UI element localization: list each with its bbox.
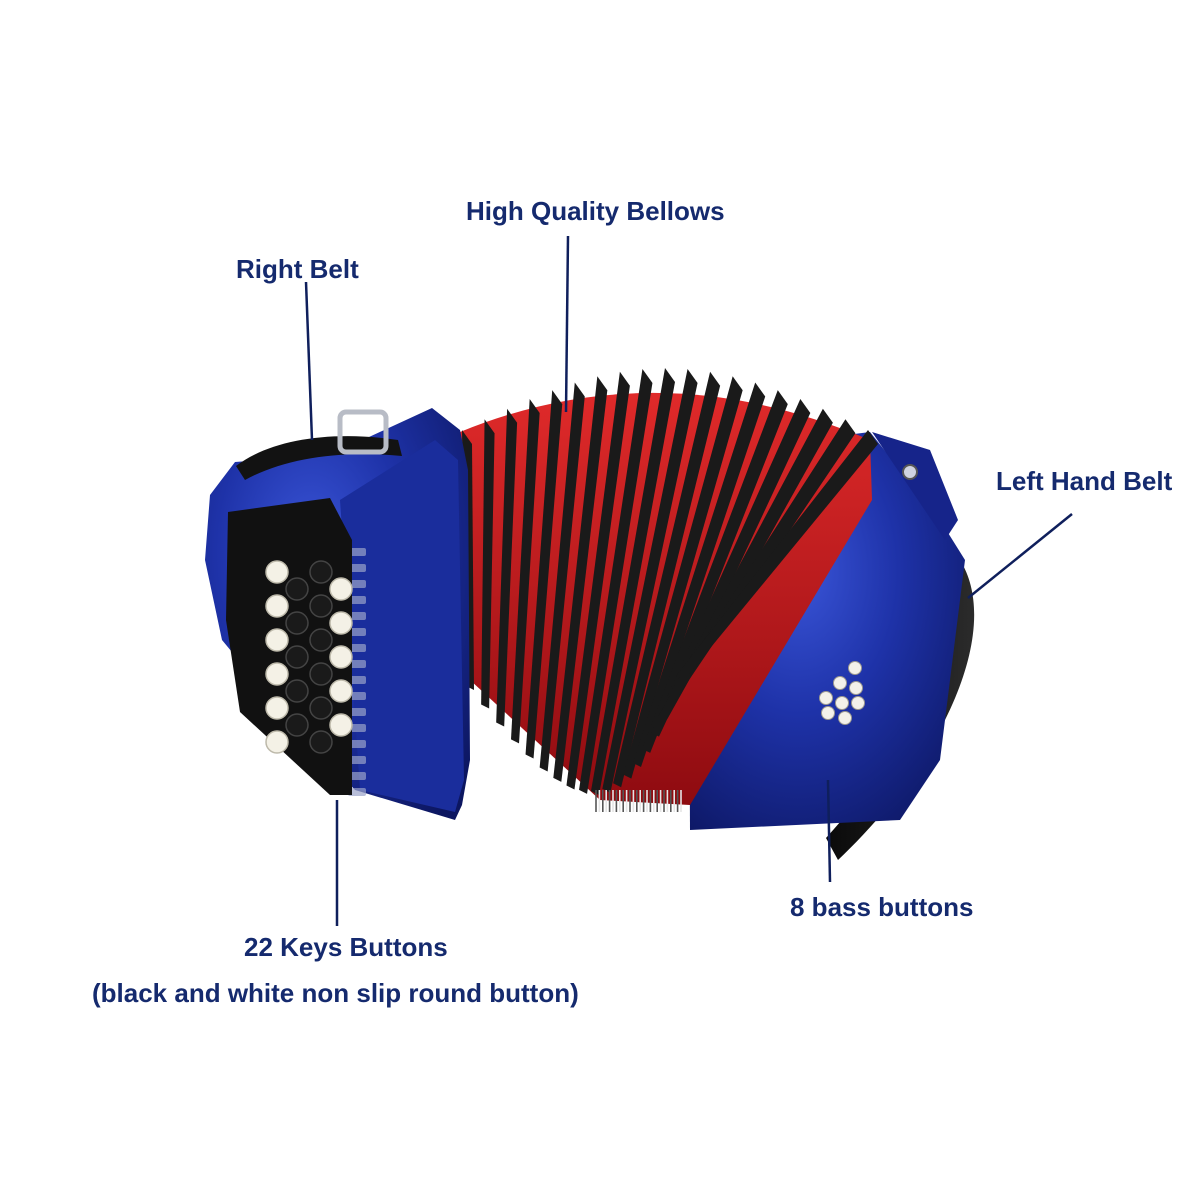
bellows-ridge bbox=[481, 419, 495, 709]
bellows-ridge bbox=[623, 376, 743, 779]
bellows-ridge bbox=[539, 382, 585, 772]
bellows-ridge bbox=[496, 408, 518, 727]
treble-buttons bbox=[265, 560, 353, 754]
bellows-ridge bbox=[511, 399, 540, 744]
grille-slot bbox=[348, 628, 366, 636]
grille-slot bbox=[348, 660, 366, 668]
bellows-ridge bbox=[632, 382, 766, 768]
bass-button bbox=[833, 676, 847, 690]
treble-button-white bbox=[265, 662, 289, 686]
bass-button bbox=[849, 681, 863, 695]
treble-button-black bbox=[309, 662, 333, 686]
grille-slot bbox=[348, 740, 366, 748]
grille-slot bbox=[348, 788, 366, 796]
grille-slot bbox=[348, 596, 366, 604]
bass-buttons bbox=[819, 661, 865, 725]
bass-side-top bbox=[872, 432, 958, 540]
bass-button bbox=[848, 661, 862, 675]
callout-bass-buttons: 8 bass buttons bbox=[790, 892, 974, 922]
treble-button-black bbox=[285, 679, 309, 703]
treble-button-white bbox=[265, 730, 289, 754]
grille-slot bbox=[348, 676, 366, 684]
bass-button bbox=[821, 706, 835, 720]
callout-keys-buttons-detail: (black and white non slip round button) bbox=[92, 978, 579, 1008]
bellows-ridge bbox=[591, 368, 675, 795]
leader-line-bellows bbox=[564, 235, 570, 413]
bellows-ridge bbox=[566, 371, 630, 790]
treble-button-white bbox=[329, 645, 353, 669]
treble-button-white bbox=[265, 560, 289, 584]
treble-button-white bbox=[329, 611, 353, 635]
treble-button-white bbox=[265, 696, 289, 720]
bellows-ridge bbox=[579, 368, 653, 794]
treble-button-black bbox=[285, 645, 309, 669]
treble-grille-slots bbox=[348, 548, 366, 796]
treble-button-white bbox=[265, 594, 289, 618]
treble-button-black bbox=[285, 713, 309, 737]
treble-button-white bbox=[329, 679, 353, 703]
bellows bbox=[460, 368, 878, 805]
callout-right-belt: Right Belt bbox=[236, 254, 359, 284]
bellows-bottom-folds bbox=[595, 790, 682, 812]
right-belt-buckle bbox=[337, 409, 389, 455]
bellows-ridge bbox=[676, 430, 878, 680]
bass-button bbox=[838, 711, 852, 725]
right-belt-strap bbox=[236, 436, 402, 480]
bellows-ridge bbox=[602, 368, 698, 793]
grille-slot bbox=[348, 772, 366, 780]
callout-left-hand-belt: Left Hand Belt bbox=[996, 466, 1173, 496]
treble-button-black bbox=[285, 577, 309, 601]
leader-line-left-belt bbox=[967, 513, 1073, 599]
bellows-ridge bbox=[613, 371, 721, 788]
treble-button-black bbox=[309, 628, 333, 652]
bellows-ridge bbox=[525, 390, 563, 759]
treble-button-white bbox=[329, 713, 353, 737]
bellows-ridge bbox=[651, 399, 811, 737]
grille-slot bbox=[348, 756, 366, 764]
treble-fingerboard bbox=[226, 498, 352, 795]
treble-button-black bbox=[285, 611, 309, 635]
treble-button-white bbox=[265, 628, 289, 652]
grille-slot bbox=[348, 644, 366, 652]
bellows-ridge bbox=[553, 376, 608, 782]
treble-grille-panel bbox=[340, 440, 464, 812]
grille-slot bbox=[348, 612, 366, 620]
treble-button-black bbox=[309, 696, 333, 720]
grille-slot bbox=[348, 708, 366, 716]
callout-keys-buttons: 22 Keys Buttons bbox=[244, 932, 448, 962]
treble-button-black bbox=[309, 594, 333, 618]
grille-slot bbox=[348, 564, 366, 572]
treble-button-white bbox=[329, 577, 353, 601]
leader-line-right-belt bbox=[304, 281, 314, 441]
bellows-ridge bbox=[642, 390, 788, 753]
bass-button bbox=[819, 691, 833, 705]
grille-slot bbox=[348, 692, 366, 700]
bass-button bbox=[851, 696, 865, 710]
bass-button bbox=[835, 696, 849, 710]
leader-line-bass bbox=[826, 779, 832, 883]
treble-button-black bbox=[309, 730, 333, 754]
bass-top-screw bbox=[902, 464, 918, 480]
grille-slot bbox=[348, 548, 366, 556]
grille-slot bbox=[348, 580, 366, 588]
treble-button-black bbox=[309, 560, 333, 584]
callout-high-quality-bellows: High Quality Bellows bbox=[466, 196, 725, 226]
